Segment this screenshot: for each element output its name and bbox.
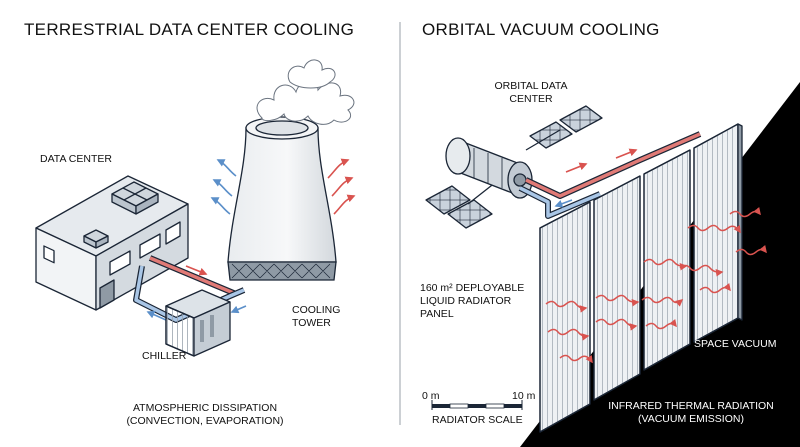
orbital-cool-flow-arrow bbox=[554, 199, 573, 208]
space-vacuum-label: SPACE VACUUM bbox=[694, 338, 777, 350]
scale-max-label: 10 m bbox=[512, 390, 536, 402]
orbital-hot-flow-arrow-2 bbox=[565, 162, 588, 173]
left-caption: ATMOSPHERIC DISSIPATION (CONVECTION, EVA… bbox=[126, 402, 284, 427]
cool-air-arrows bbox=[210, 159, 237, 215]
scale-min-label: 0 m bbox=[422, 390, 440, 402]
infrared-caption: INFRARED THERMAL RADIATION (VACUUM EMISS… bbox=[608, 400, 774, 425]
rooftop-unit-small bbox=[83, 229, 109, 249]
cool-flow-arrow-1 bbox=[146, 310, 167, 321]
hot-flow-arrow bbox=[185, 265, 208, 276]
orbital-data-center bbox=[425, 105, 603, 229]
left-panel-title: TERRESTRIAL DATA CENTER COOLING bbox=[24, 20, 355, 39]
solar-array-right bbox=[525, 105, 603, 151]
cool-flow-arrow-2 bbox=[230, 305, 247, 314]
infrared-radiation-waves bbox=[545, 206, 767, 364]
chiller-unit bbox=[165, 289, 231, 357]
data-center-building bbox=[35, 175, 189, 311]
steam-plume-top bbox=[287, 59, 336, 89]
solar-array-left bbox=[425, 181, 497, 229]
chiller-label: CHILLER bbox=[142, 350, 187, 362]
orbital-hot-flow-arrow bbox=[615, 148, 638, 159]
scale-caption: RADIATOR SCALE bbox=[432, 414, 523, 426]
warm-air-arrows bbox=[327, 158, 356, 215]
cooling-tower-label: COOLING TOWER bbox=[292, 304, 341, 329]
cooling-tower bbox=[227, 116, 337, 281]
orbital-data-center-label: ORBITAL DATA CENTER bbox=[494, 80, 568, 105]
rooftop-unit-cluster bbox=[111, 181, 159, 215]
radiator-panel-label: 160 m² DEPLOYABLE LIQUID RADIATOR PANEL bbox=[420, 282, 525, 320]
right-panel-title: ORBITAL VACUUM COOLING bbox=[422, 20, 660, 39]
data-center-label: DATA CENTER bbox=[40, 153, 112, 165]
steam-plume bbox=[256, 80, 355, 125]
radiator-scale-bar bbox=[431, 400, 523, 410]
